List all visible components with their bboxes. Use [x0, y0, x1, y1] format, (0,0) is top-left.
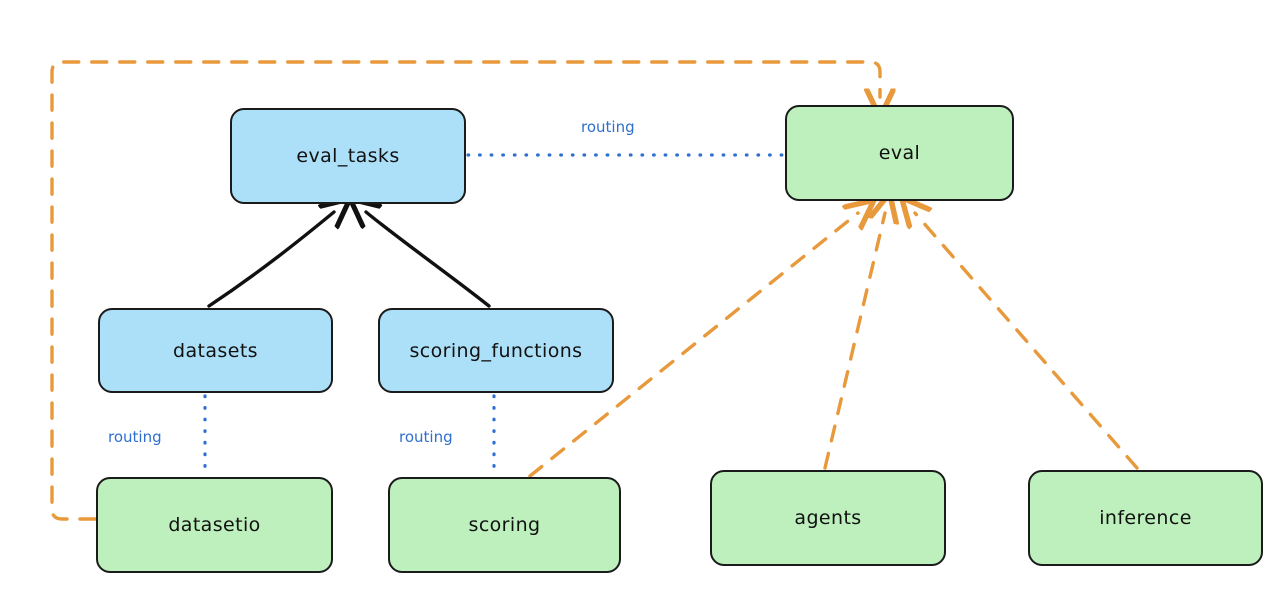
- edge-label-routing-eval-tasks-to-eval: routing: [581, 118, 635, 136]
- node-label-scoring-functions: scoring_functions: [409, 339, 583, 362]
- node-eval-tasks[interactable]: eval_tasks: [230, 108, 466, 204]
- node-label-agents: agents: [794, 507, 862, 529]
- node-label-inference: inference: [1099, 507, 1192, 529]
- node-label-eval: eval: [878, 142, 921, 164]
- node-scoring-functions[interactable]: scoring_functions: [378, 308, 614, 393]
- node-agents[interactable]: agents: [710, 470, 946, 566]
- edge-label-routing-datasets-to-datasetio: routing: [108, 428, 162, 446]
- node-eval[interactable]: eval: [785, 105, 1014, 201]
- edge-agents-to-eval: [823, 213, 885, 470]
- node-label-datasets: datasets: [173, 339, 258, 362]
- edge-scoring-to-eval: [528, 213, 858, 478]
- node-scoring[interactable]: scoring: [388, 477, 621, 573]
- edge-datasetio-to-eval: [50, 60, 880, 521]
- edge-inference-to-eval: [915, 213, 1139, 470]
- edge-scoring-functions-to-eval-tasks: [366, 212, 491, 308]
- node-label-scoring: scoring: [468, 514, 541, 536]
- node-datasets[interactable]: datasets: [98, 308, 333, 393]
- node-label-eval-tasks: eval_tasks: [296, 145, 400, 167]
- edge-label-routing-scoring-functions-to-scoring: routing: [399, 428, 453, 446]
- edge-datasets-to-eval-tasks: [207, 212, 334, 308]
- node-datasetio[interactable]: datasetio: [96, 477, 333, 573]
- node-label-datasetio: datasetio: [168, 514, 261, 536]
- node-inference[interactable]: inference: [1028, 470, 1263, 566]
